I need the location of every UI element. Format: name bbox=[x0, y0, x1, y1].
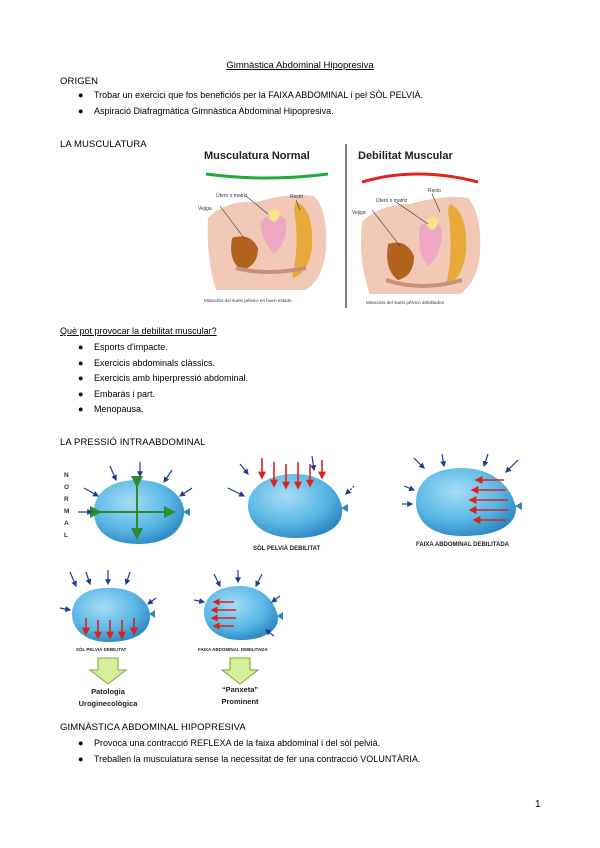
pressure-figure: N O R M A L SÒL PELVIÀ bbox=[59, 453, 522, 708]
document-title: Gimnàstica Abdominal Hipopresiva bbox=[226, 60, 374, 71]
figure-right-title: Debilitat Muscular bbox=[358, 150, 453, 162]
list-item: ●Provoca una contracció REFLEXA de la fa… bbox=[78, 738, 381, 748]
result-right-line2: Prominent bbox=[221, 697, 259, 706]
debilitat-question: Què pot provocar la debilitat muscular? bbox=[60, 326, 217, 336]
page-number: 1 bbox=[535, 799, 541, 810]
balloon-sol-small bbox=[59, 570, 157, 642]
svg-text:L: L bbox=[64, 532, 68, 539]
svg-text:M: M bbox=[64, 508, 69, 515]
causes-list: ●Esports d'impacte. ●Exercicis abdominal… bbox=[72, 340, 248, 418]
balloon-faixa-small bbox=[193, 570, 283, 640]
list-item: ●Exercicis abdominals clàssics. bbox=[78, 357, 216, 368]
svg-text:R: R bbox=[64, 496, 69, 503]
balloon-faixa bbox=[402, 453, 522, 536]
label-vejiga-left: Vejiga bbox=[198, 206, 212, 212]
list-item: ●Aspiració Diafragmàtica Gimnàstica Abdo… bbox=[78, 105, 334, 116]
normal-vertical-label: N O R M A L bbox=[64, 472, 69, 539]
svg-text:A: A bbox=[64, 520, 69, 527]
right-caption: Músculos del suelo pélvico debilitados bbox=[366, 300, 445, 305]
list-item: ●Embaràs i part. bbox=[78, 388, 156, 399]
result-right-line1: “Panxeta” bbox=[222, 685, 259, 694]
label-vejiga-right: Vejiga bbox=[352, 210, 366, 216]
gah-heading: GIMNÀSTICA ABDOMINAL HIPOPRESIVA bbox=[60, 722, 246, 733]
gah-list: ●Provoca una contracció REFLEXA de la fa… bbox=[72, 736, 420, 767]
label-recto-left: Recto bbox=[290, 194, 303, 200]
label-sol-small: SÒL PELVIÀ DEBILITAT bbox=[76, 645, 127, 652]
green-curve bbox=[205, 172, 329, 180]
figure-left-title: Musculatura Normal bbox=[204, 150, 310, 162]
weak-anatomy bbox=[361, 193, 481, 294]
red-curve bbox=[361, 172, 479, 184]
label-sol-pelvia: SÒL PELVIÀ DEBILITAT bbox=[253, 544, 321, 552]
svg-text:O: O bbox=[64, 484, 69, 491]
pelvic-floor-figure: Musculatura Normal Debilitat Muscular Ve… bbox=[198, 144, 481, 308]
origen-heading: ORIGEN bbox=[60, 76, 99, 87]
musculatura-heading: LA MUSCULATURA bbox=[60, 139, 147, 150]
normal-anatomy bbox=[207, 194, 327, 290]
down-arrow-right bbox=[220, 657, 260, 685]
label-faixa-small: FAIXA ABDOMINAL DEBILITADA bbox=[198, 647, 268, 652]
label-utero-right: Útero o matriz bbox=[376, 197, 408, 204]
result-left-line1: Patologia bbox=[91, 687, 126, 696]
list-item: ●Menopausa. bbox=[78, 404, 144, 414]
list-item: ●Exercicis amb hiperpressió abdominal. bbox=[78, 373, 249, 383]
list-item: ●Esports d'impacte. bbox=[78, 342, 168, 352]
left-caption: Músculos del suelo pélvico en buen estad… bbox=[204, 298, 292, 303]
label-utero-left: Útero o matriz bbox=[216, 192, 248, 199]
label-faixa: FAIXA ABDOMINAL DEBILITADA bbox=[416, 542, 510, 548]
list-item: ●Trobar un exercici que fos beneficiós p… bbox=[78, 90, 423, 100]
balloon-normal bbox=[78, 462, 193, 544]
list-item: ●Treballen la musculatura sense la neces… bbox=[78, 753, 421, 764]
svg-text:N: N bbox=[64, 472, 69, 479]
pressio-heading: LA PRESSIÓ INTRAABDOMINAL bbox=[60, 437, 206, 448]
origen-list: ●Trobar un exercici que fos beneficiós p… bbox=[72, 88, 423, 119]
down-arrow-left bbox=[88, 657, 128, 685]
balloon-sol-pelvia bbox=[227, 455, 355, 538]
result-left-line2: Uroginecològica bbox=[79, 699, 139, 708]
label-recto-right: Recto bbox=[428, 188, 441, 194]
